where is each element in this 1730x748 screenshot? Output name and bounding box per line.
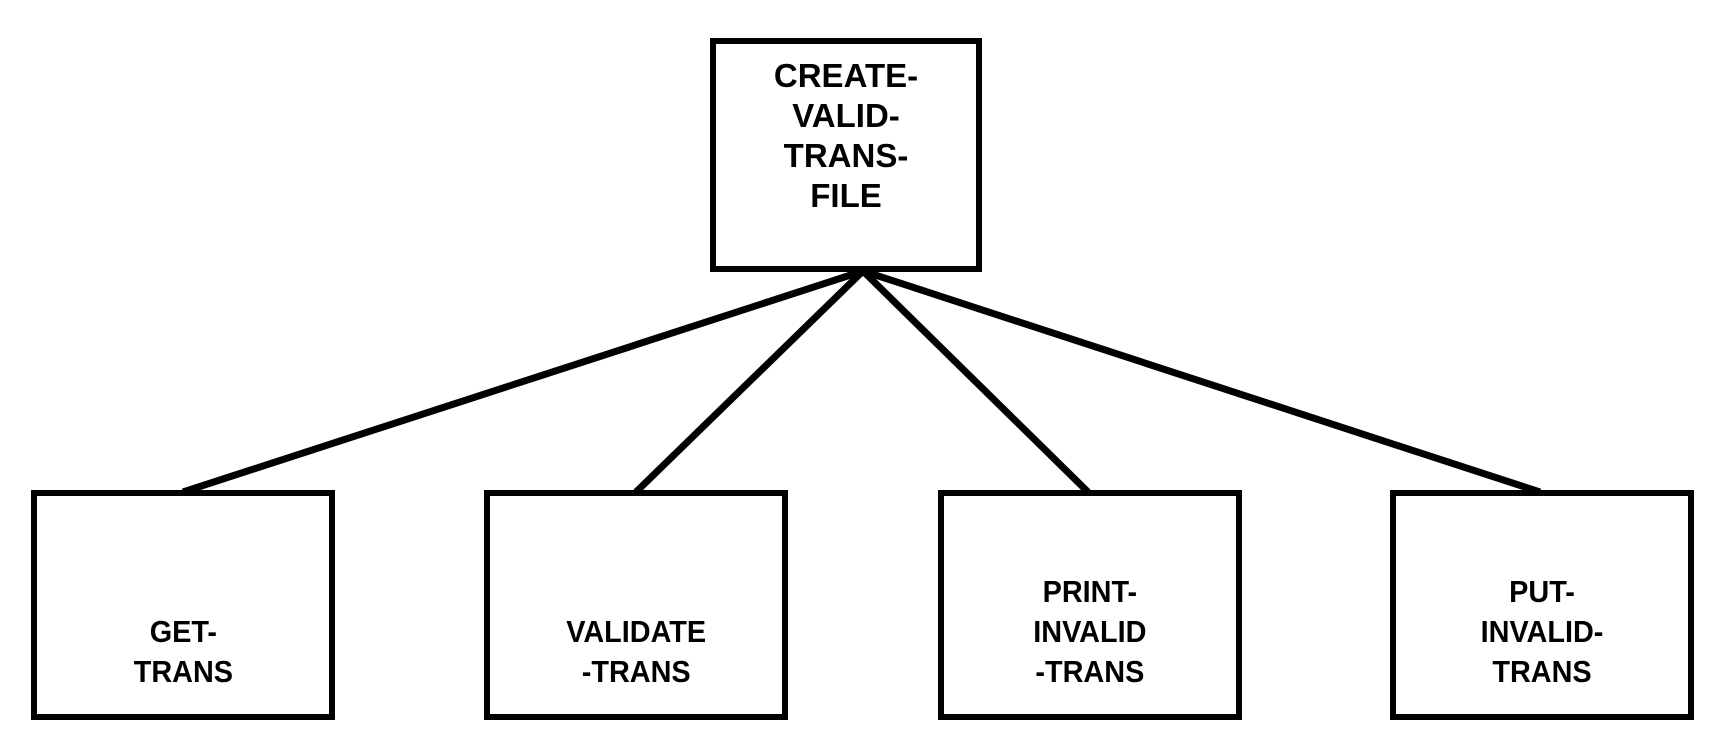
module-box-get-trans[interactable]: GET- TRANS xyxy=(31,490,335,720)
connector-root-to-get-trans xyxy=(181,267,865,496)
module-box-validate-trans[interactable]: VALIDATE -TRANS xyxy=(484,490,788,720)
connector-root-to-validate-trans xyxy=(633,268,866,495)
connector-root-to-print-invalid-trans xyxy=(860,268,1091,495)
connector-root-to-put-invalid-trans xyxy=(861,267,1542,496)
module-label-validate-trans: VALIDATE -TRANS xyxy=(566,614,706,689)
module-label-print-invalid-trans: PRINT- INVALID -TRANS xyxy=(1033,574,1147,689)
module-label-create-valid-trans-file: CREATE- VALID- TRANS- FILE xyxy=(773,57,919,214)
module-box-print-invalid-trans[interactable]: PRINT- INVALID -TRANS xyxy=(938,490,1242,720)
module-box-put-invalid-trans[interactable]: PUT- INVALID- TRANS xyxy=(1390,490,1694,720)
module-label-put-invalid-trans: PUT- INVALID- TRANS xyxy=(1480,574,1604,689)
module-box-create-valid-trans-file[interactable]: CREATE- VALID- TRANS- FILE xyxy=(710,38,982,272)
module-label-get-trans: GET- TRANS xyxy=(133,614,233,689)
